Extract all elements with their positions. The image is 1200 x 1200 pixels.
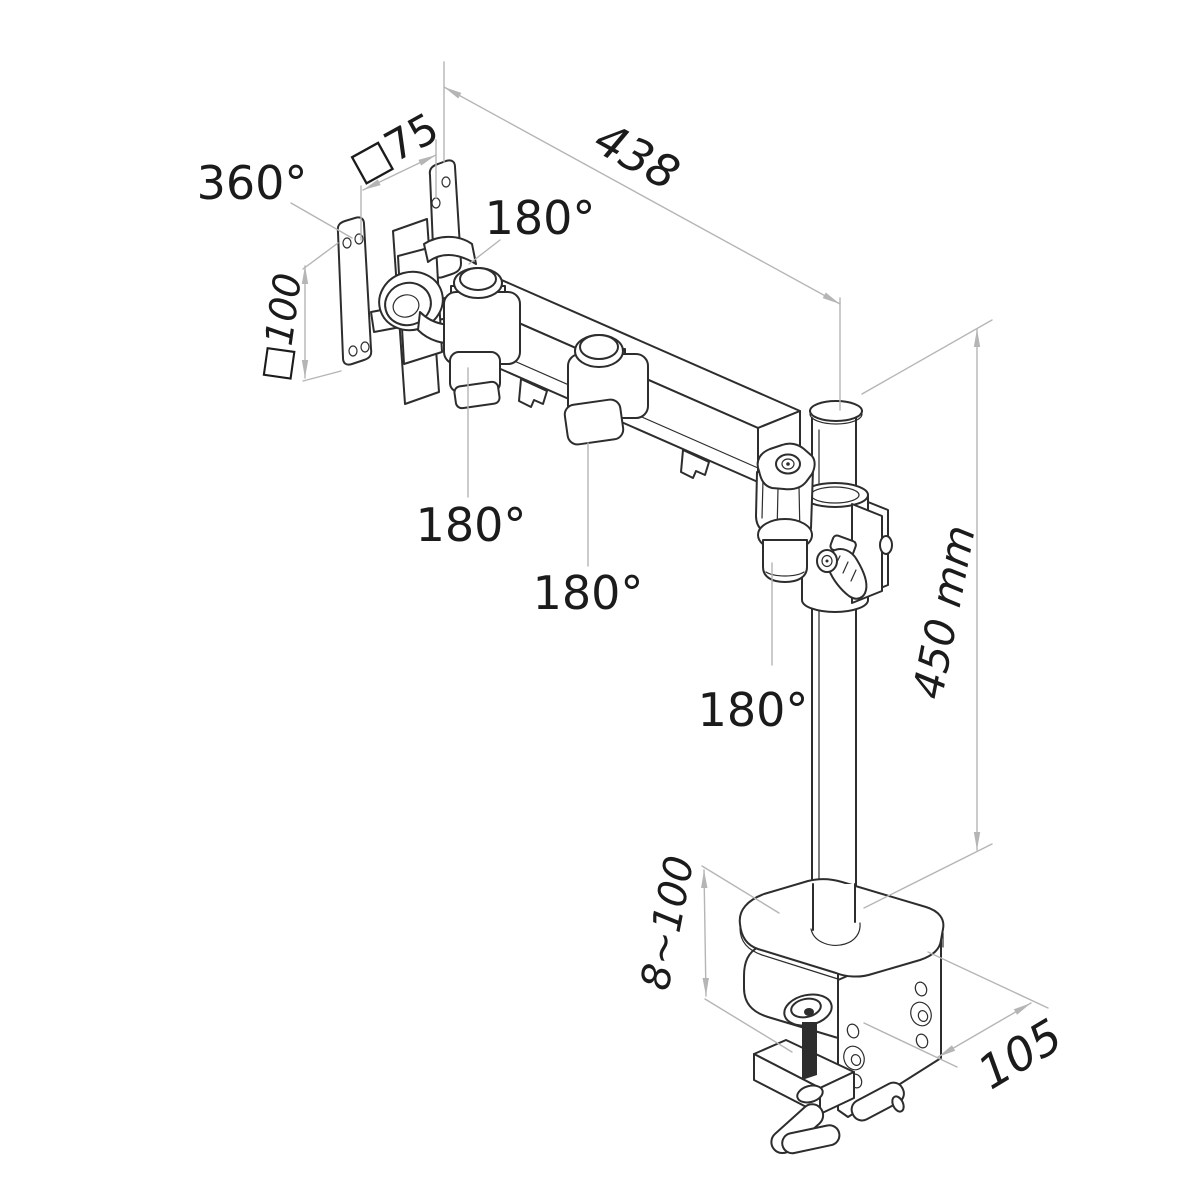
label-vesa-height: □100 bbox=[252, 270, 311, 384]
dim-line-105 bbox=[937, 1002, 1032, 1058]
desk-clamp bbox=[738, 878, 945, 1155]
clamp-screw-rod bbox=[802, 1022, 817, 1080]
label-arm-joint-front: 180° bbox=[416, 498, 527, 552]
vesa-head bbox=[336, 159, 477, 405]
cable-clip bbox=[680, 449, 710, 479]
vesa-plate-left bbox=[336, 216, 373, 366]
dim-line-75 bbox=[362, 154, 437, 191]
arm-joint-middle bbox=[563, 334, 649, 446]
leader-360 bbox=[290, 202, 353, 239]
label-clamp-depth: 105 bbox=[968, 1008, 1071, 1100]
label-arm-reach: 438 bbox=[586, 111, 689, 201]
label-pole-height: 450 mm bbox=[903, 521, 985, 702]
dimension-lines bbox=[290, 61, 1049, 1068]
label-pole-joint: 180° bbox=[698, 683, 809, 737]
dim-line-438 bbox=[443, 86, 841, 305]
label-tilt-joint: 180° bbox=[485, 191, 596, 245]
label-vesa-rotation: 360° bbox=[197, 156, 308, 210]
cable-clip bbox=[518, 378, 548, 408]
clamp-handle bbox=[770, 1081, 905, 1155]
tightening-lever bbox=[816, 534, 868, 600]
pole-top-cap bbox=[809, 400, 863, 422]
label-arm-joint-mid: 180° bbox=[533, 566, 644, 620]
dim-line-8-100 bbox=[701, 869, 709, 997]
elbow-joint bbox=[755, 442, 816, 583]
leader-180-front bbox=[468, 239, 501, 265]
pole bbox=[809, 400, 863, 937]
label-clamp-opening: 8~100 bbox=[633, 852, 704, 994]
